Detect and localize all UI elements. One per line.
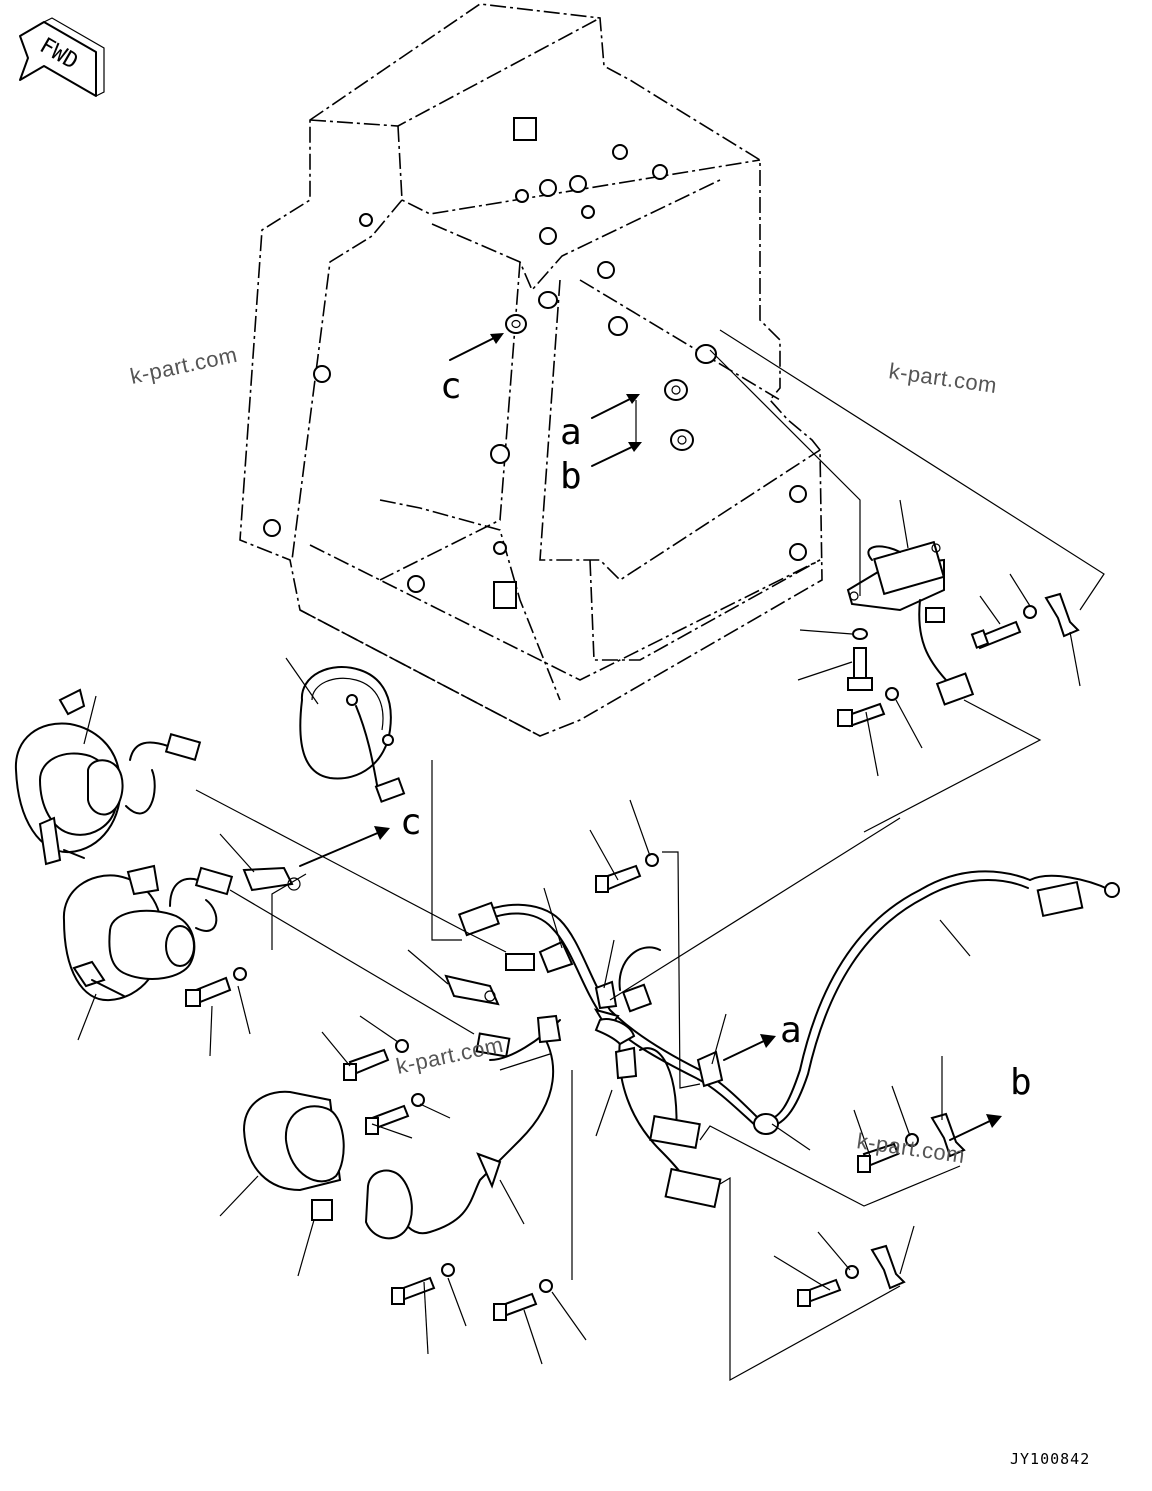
frame-hardware <box>263 117 807 609</box>
main-wiring-harness <box>399 870 1120 1235</box>
watermark-center: k-part.com <box>394 1032 506 1079</box>
lower-left-hardware <box>185 833 301 1057</box>
drawing-code: JY100842 <box>1010 1450 1090 1468</box>
rear-lamp <box>219 1090 345 1277</box>
harness-leader-lines <box>195 760 971 1382</box>
harness-hardware <box>343 853 966 1321</box>
lower-callout-arrows <box>299 826 1002 1141</box>
upper-callout-arrows <box>449 333 642 467</box>
fwd-direction-icon: FWD <box>19 17 105 97</box>
machine-frame-outline <box>239 3 823 737</box>
watermark-right: k-part.com <box>887 358 998 398</box>
watermark-left: k-part.com <box>128 342 240 389</box>
relay-bracket-hardware <box>837 592 1080 728</box>
mounting-boss-c <box>505 314 527 334</box>
relay-bracket-assembly <box>846 540 975 706</box>
callout-a-lower: a <box>780 1010 802 1051</box>
callout-c-lower: c <box>400 802 422 843</box>
work-light-lower <box>62 864 234 1041</box>
work-light-upper <box>14 688 202 866</box>
mounting-boss-b <box>670 429 694 451</box>
horn-lower <box>364 1169 413 1240</box>
callout-c-upper: c <box>440 366 462 407</box>
relay-leader-lines <box>709 329 1105 833</box>
mounting-boss-a <box>664 379 688 401</box>
callout-a-upper: a <box>560 412 582 453</box>
callout-b-upper: b <box>560 456 582 497</box>
horn-upper <box>285 657 406 803</box>
callout-b-lower: b <box>1010 1062 1032 1103</box>
